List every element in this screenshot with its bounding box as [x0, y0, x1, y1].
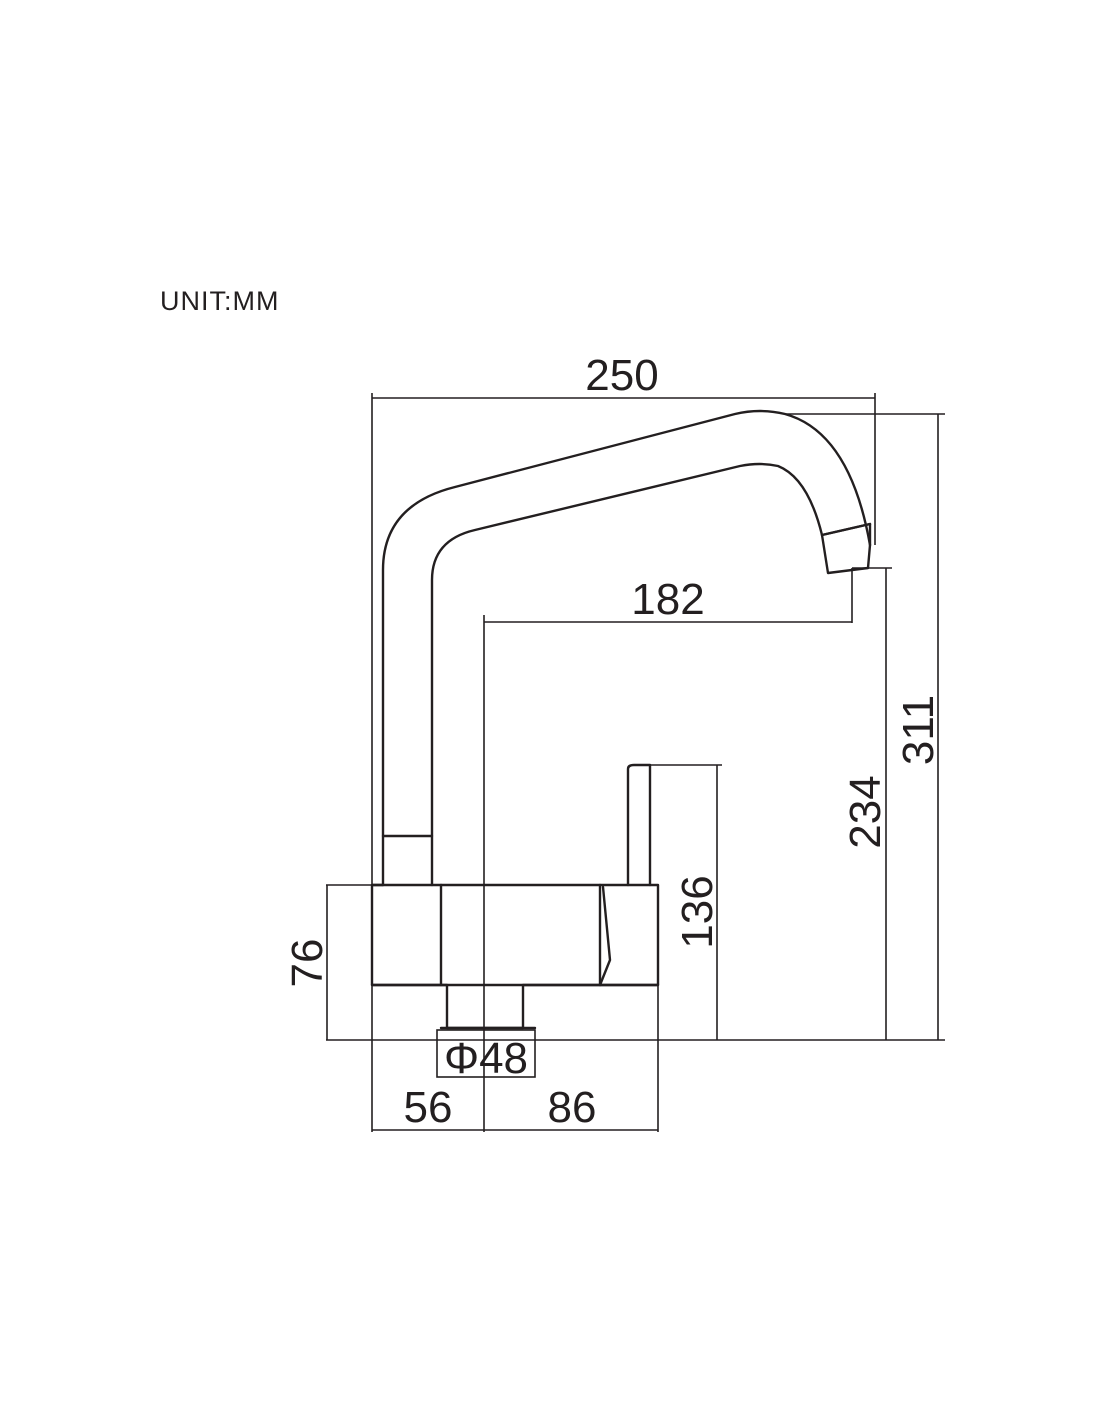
dim-overall-height: 311 — [894, 695, 943, 765]
unit-label: UNIT:MM — [160, 286, 280, 316]
dim-overall-width: 250 — [585, 351, 658, 400]
dim-base-diameter: Φ48 — [444, 1034, 528, 1083]
dim-spout-height: 234 — [841, 775, 890, 848]
spout-outer-edge — [381, 409, 872, 887]
mount-shank — [370, 983, 660, 1030]
spout-aerator — [820, 522, 872, 575]
base-diameter-box — [436, 1029, 536, 1078]
dimension-lines — [326, 397, 939, 1131]
dim-spout-reach: 182 — [631, 575, 704, 624]
dim-handle-height: 136 — [673, 875, 722, 948]
dim-base-height: 76 — [283, 939, 332, 988]
dim-right-offset: 86 — [548, 1083, 597, 1132]
spout-inner-edge — [430, 462, 824, 887]
base-body — [370, 883, 602, 987]
handle-lever — [626, 763, 652, 887]
faucet-outline — [370, 409, 872, 1030]
extension-lines — [326, 393, 945, 1132]
dim-left-offset: 56 — [404, 1083, 453, 1132]
